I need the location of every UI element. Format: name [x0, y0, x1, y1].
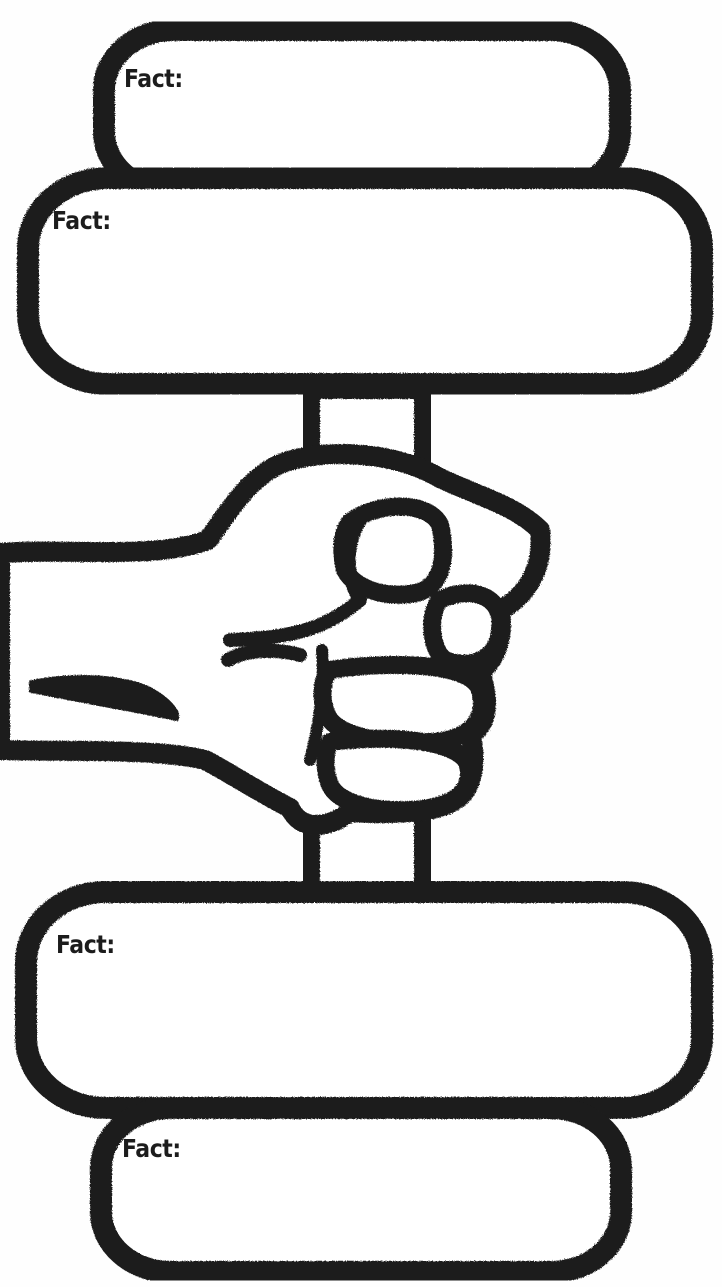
plate-1-fact-field[interactable]: [124, 100, 594, 172]
plate-4-fact-field[interactable]: [122, 1172, 592, 1248]
fist-icon: [0, 454, 541, 825]
plate-3-label: Fact:: [56, 930, 115, 959]
plate-4-label: Fact:: [122, 1134, 181, 1163]
plate-2-fact-field[interactable]: [52, 244, 672, 360]
plate-1-label: Fact:: [124, 64, 183, 93]
plate-3-fact-field[interactable]: [56, 968, 676, 1086]
plate-2-label: Fact:: [52, 206, 111, 235]
